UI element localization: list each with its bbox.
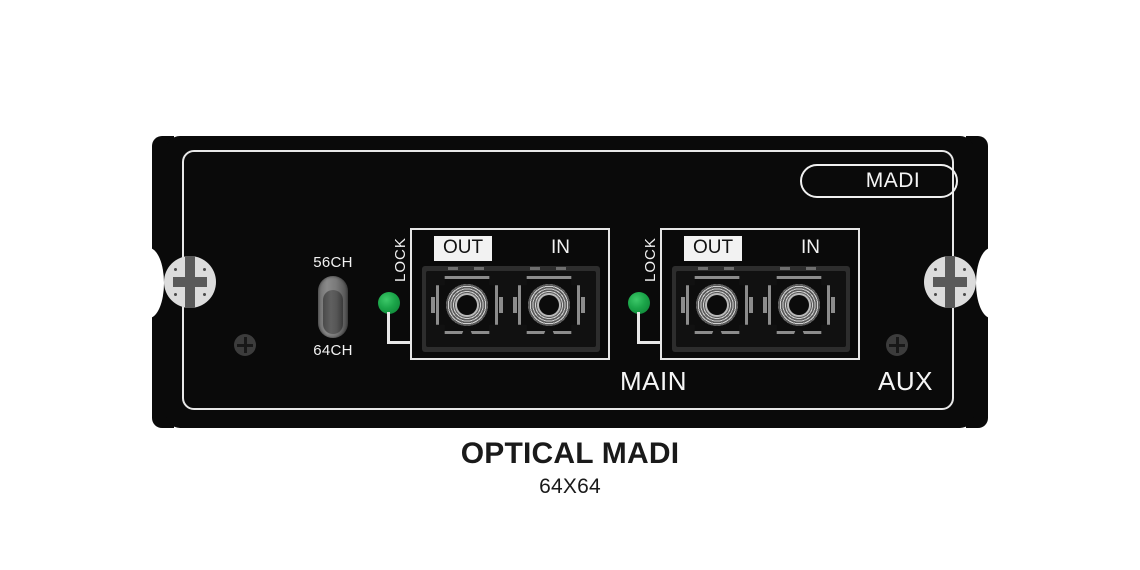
screw-dot [174,268,177,271]
port-ferrule [446,284,488,326]
lock-led-aux [628,292,650,314]
port-ear-right [749,297,753,313]
port-core [457,295,477,315]
optical-port-in-main[interactable] [510,276,588,334]
port-core [707,295,727,315]
port-block-main: OUT IN [410,228,610,360]
screw-slot-horizontal [933,277,967,287]
housing-tick [556,267,566,270]
screw-dot [963,268,966,271]
channel-mode-switch[interactable]: 56CH 64CH [300,254,366,360]
housing-tick [724,267,734,270]
lock-lead-vertical-aux [637,312,640,344]
port-ferrule [528,284,570,326]
madi-badge-label: MADI [865,169,921,192]
screw-dot [174,293,177,296]
in-label-main: IN [551,237,570,258]
panel-left-notch [134,248,164,318]
out-label-aux: OUT [684,236,743,261]
port-ferrule [696,284,738,326]
screw-dot [934,293,937,296]
port-ear-left [431,297,435,313]
port-ear-right [831,297,835,313]
housing-tick [448,267,458,270]
screw-dot [203,293,206,296]
port-core [789,295,809,315]
port-core [539,295,559,315]
switch-label-bottom: 64CH [313,342,353,359]
optical-port-out-main[interactable] [428,276,506,334]
port-outline-aux: OUT IN [660,228,860,360]
panel-right-notch [976,248,1006,318]
screw-cross-vertical [895,337,899,353]
lock-lead-vertical-main [387,312,390,344]
port-block-aux: OUT IN [660,228,860,360]
housing-tick [474,267,484,270]
lock-label-main: LOCK [392,237,409,282]
screw-dot [203,268,206,271]
lock-led-main [378,292,400,314]
caption-subtitle: 64X64 [539,475,601,498]
screw-dot [934,268,937,271]
housing-tick [780,267,790,270]
screw-slot-horizontal [173,277,207,287]
port-ear-left [681,297,685,313]
caption-title: OPTICAL MADI [460,437,680,470]
port-ear-right [581,297,585,313]
device-faceplate: MADI 56CH [134,136,1006,428]
connector-housing-main [422,266,600,352]
port-name-aux: AUX [878,366,933,396]
connector-housing-aux [672,266,850,352]
port-name-main: MAIN [620,366,687,396]
switch-body[interactable] [318,276,348,338]
io-labels-main: OUT IN [412,236,608,262]
screw-dot [963,293,966,296]
housing-tick [806,267,816,270]
port-ear-left [763,297,767,313]
madi-badge: MADI [800,164,958,198]
out-label-main: OUT [434,236,493,261]
switch-label-top: 56CH [313,254,353,271]
port-ferrule [778,284,820,326]
in-label-aux: IN [801,237,820,258]
mounting-screw-left[interactable] [164,256,216,308]
io-labels-aux: OUT IN [662,236,858,262]
philips-screw-left[interactable] [234,334,256,356]
port-ear-right [499,297,503,313]
port-outline-main: OUT IN [410,228,610,360]
housing-tick [530,267,540,270]
lock-label-aux: LOCK [642,237,659,282]
switch-lever[interactable] [323,290,343,334]
philips-screw-right[interactable] [886,334,908,356]
optical-port-out-aux[interactable] [678,276,756,334]
housing-tick [698,267,708,270]
optical-port-in-aux[interactable] [760,276,838,334]
mounting-screw-right[interactable] [924,256,976,308]
port-ear-left [513,297,517,313]
screw-cross-vertical [243,337,247,353]
